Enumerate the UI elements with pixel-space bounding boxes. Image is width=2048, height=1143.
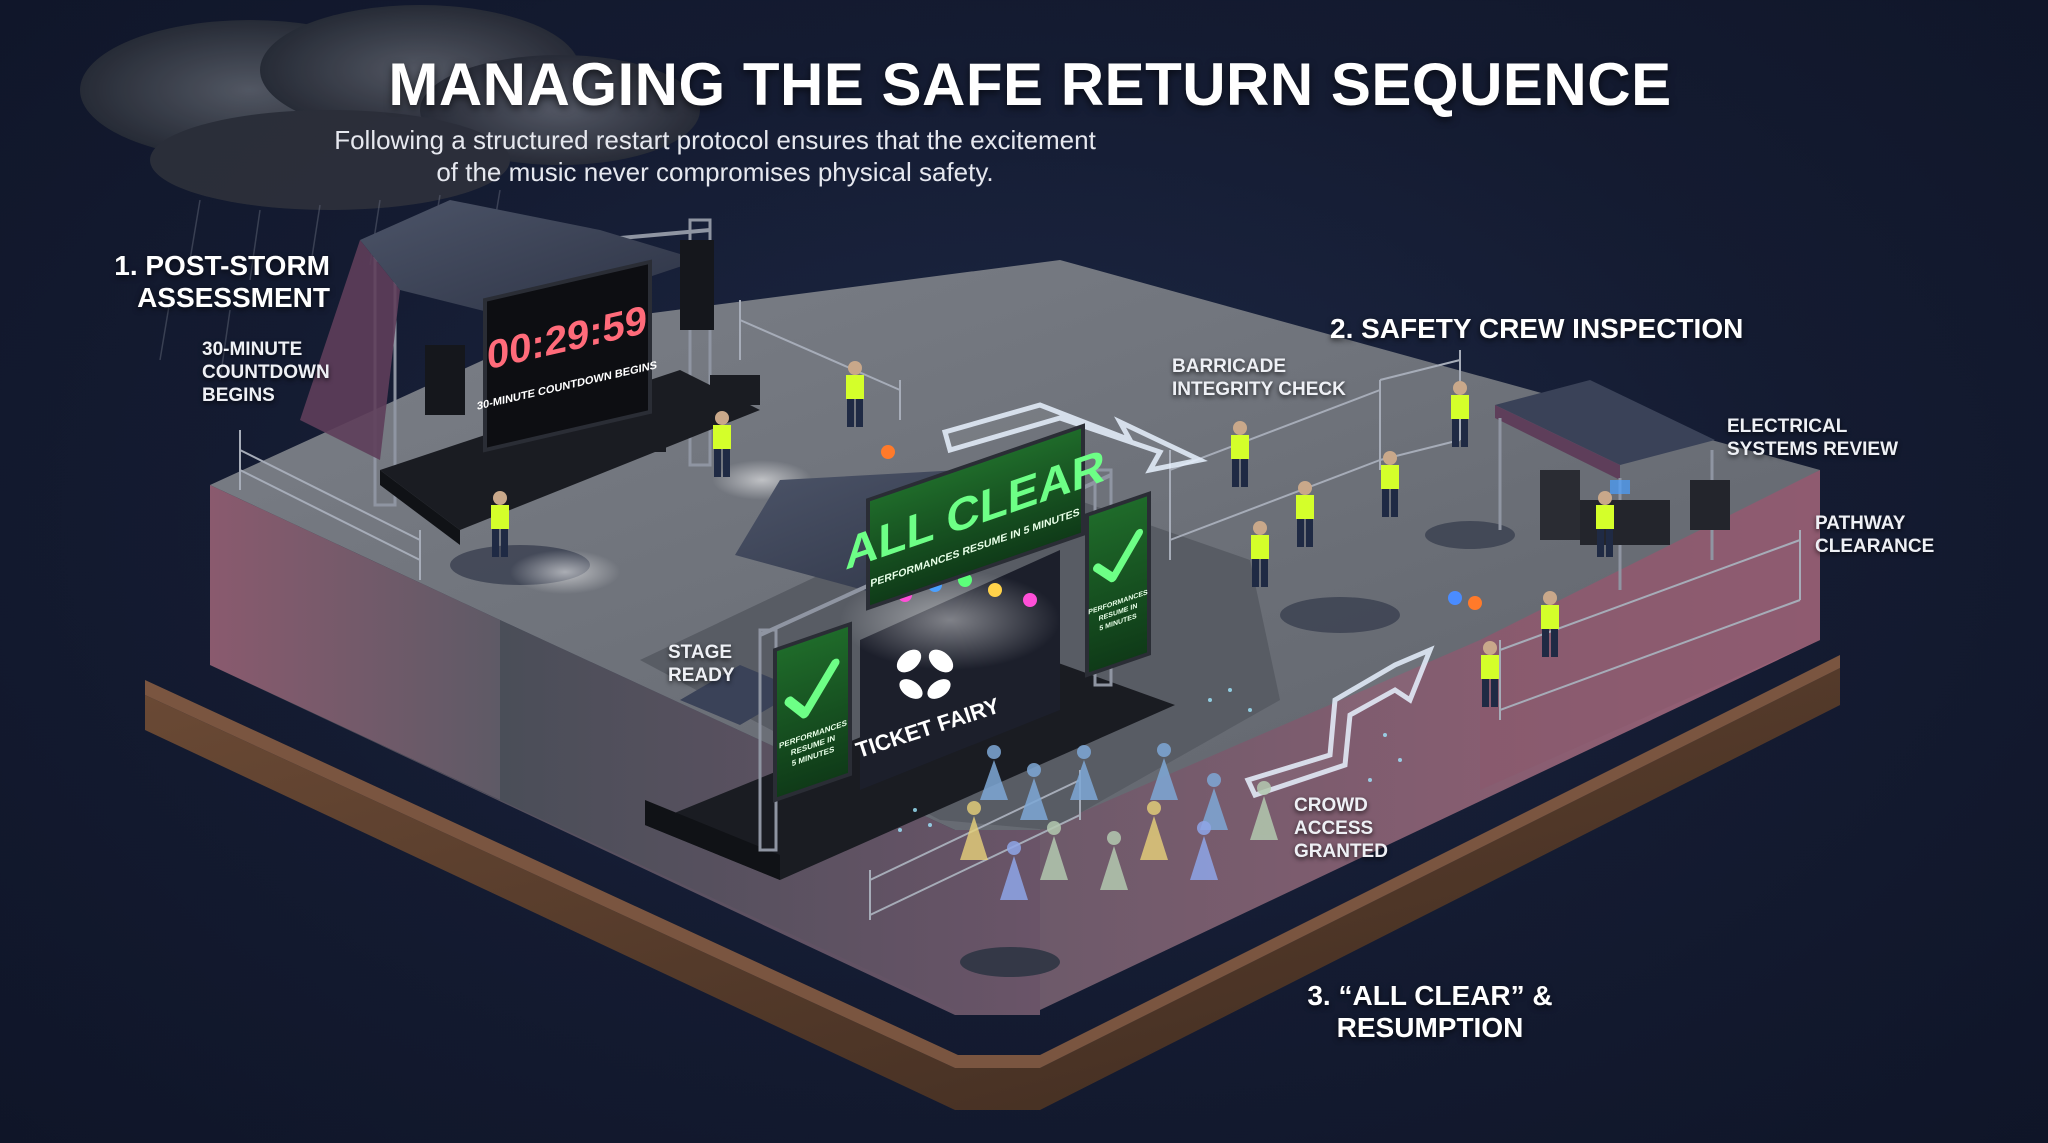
check-mark-icon [784,658,840,719]
step-3-line-2: RESUMPTION [1336,1012,1524,1043]
barricade-callout-line-2: INTEGRITY CHECK [1172,379,1346,400]
right-side-screen: PERFORMANCES RESUME IN 5 MINUTES [1085,490,1151,678]
page-subtitle: Following a structured restart protocol … [0,124,1430,188]
countdown-callout-line-3: BEGINS [202,385,275,406]
subtitle-line-1: Following a structured restart protocol … [334,125,1096,155]
stage-ready-callout-line-2: READY [668,665,735,686]
countdown-callout-line-1: 30-MINUTE [202,339,303,360]
check-mark-icon-right [1093,528,1143,583]
crowd [960,743,1278,900]
barricade-callout-line-1: BARRICADE [1172,356,1286,377]
pathway-callout: PATHWAY CLEARANCE [1815,512,1955,558]
wooden-platform [145,655,1840,1110]
safety-crew [491,361,1614,707]
step-1-label: 1. POST-STORM ASSESSMENT [90,250,330,314]
crowd-access-callout-line-3: GRANTED [1294,841,1388,862]
storm-cloud-icon [80,5,700,381]
countdown-callout-line-2: COUNTDOWN [202,362,330,383]
warning-light-blue [1448,591,1462,605]
crowd-access-callout-line-2: ACCESS [1294,818,1374,839]
confetti [898,688,1402,832]
step-2-label: 2. SAFETY CREW INSPECTION [1330,313,1750,345]
barricades [239,300,1801,920]
direction-arrow-icon [941,402,1208,474]
direction-arrow-icon-2 [1244,645,1435,799]
electrical-callout-line-2: SYSTEMS REVIEW [1727,439,1899,460]
warning-light [881,445,895,459]
step-3-label: 3. “ALL CLEAR” & RESUMPTION [1280,980,1580,1044]
page-title: MANAGING THE SAFE RETURN SEQUENCE [388,51,1672,118]
subtitle-line-2: of the music never compromises physical … [436,157,994,187]
warning-light-orange [1468,596,1482,610]
butterfly-logo-icon [896,649,954,699]
stage-ready-callout: STAGE READY [668,641,768,687]
step-1-line-2: ASSESSMENT [137,282,330,313]
countdown-stage [300,200,760,545]
step-3-line-1: 3. “ALL CLEAR” & [1307,980,1553,1011]
crowd-access-callout: CROWD ACCESS GRANTED [1294,794,1414,863]
step-2-line-1: 2. SAFETY CREW INSPECTION [1330,313,1744,344]
left-side-screen: PERFORMANCES RESUME IN 5 MINUTES [773,621,852,803]
pathway-callout-line-1: PATHWAY [1815,513,1906,534]
barricade-callout: BARRICADE INTEGRITY CHECK [1172,355,1372,401]
electrical-callout-line-1: ELECTRICAL [1727,416,1848,437]
electrical-callout: ELECTRICAL SYSTEMS REVIEW [1727,415,1917,461]
countdown-screen: 00:29:59 30-MINUTE COUNTDOWN BEGINS [477,259,657,453]
crowd-access-callout-line-1: CROWD [1294,795,1368,816]
countdown-callout: 30-MINUTE COUNTDOWN BEGINS [202,338,352,407]
stage-ready-callout-line-1: STAGE [668,642,733,663]
electrical-tent [1495,380,1730,590]
step-1-line-1: 1. POST-STORM [114,250,330,281]
pathway-callout-line-2: CLEARANCE [1815,536,1935,557]
